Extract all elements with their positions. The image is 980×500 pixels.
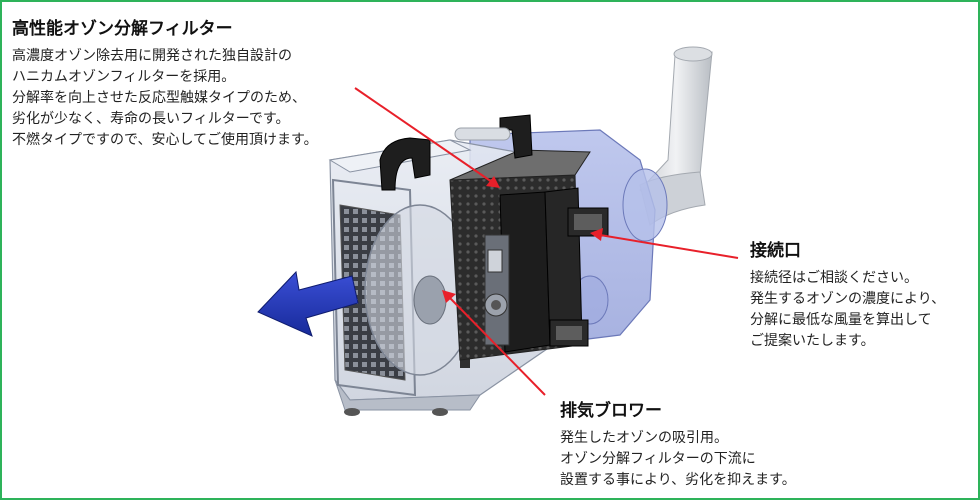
callout-filter-description: 高濃度オゾン除去用に開発された独自設計の ハニカムオゾンフィルターを採用。 分解… xyxy=(12,46,318,151)
callout-connection-line: ご提案いたします。 xyxy=(750,333,875,349)
leader-line-connection xyxy=(599,234,739,259)
ozone-filter xyxy=(449,149,591,361)
callout-blower-description: 発生したオゾンの吸引用。 オゾン分解フィルターの下流に 設置する事により、劣化を… xyxy=(560,428,796,491)
callout-filter-title: 高性能オゾン分解フィルター xyxy=(12,19,233,39)
callout-connection-line: 接続径はご相談ください。 xyxy=(750,270,918,286)
leader-lines xyxy=(354,87,739,396)
callout-blower-line: オゾン分解フィルターの下流に xyxy=(560,451,756,467)
callout-filter-line: ハニカムオゾンフィルターを採用。 xyxy=(12,69,236,85)
callout-connection-title: 接続口 xyxy=(750,241,801,261)
callout-connection-line: 分解に最低な風量を算出して xyxy=(750,312,932,328)
airflow-arrow xyxy=(257,270,359,337)
leader-line-blower xyxy=(449,297,546,396)
leader-arrowhead-blower xyxy=(442,290,456,303)
carry-handles xyxy=(379,114,533,191)
callout-blower-title: 排気ブロワー xyxy=(560,401,662,421)
connection-ports xyxy=(549,207,609,347)
callout-connection-line: 発生するオゾンの濃度により、 xyxy=(750,291,946,307)
callout-filter-line: 分解率を向上させた反応型触媒タイプのため、 xyxy=(12,90,306,106)
leader-line-filter xyxy=(354,87,493,183)
leader-arrowhead-filter xyxy=(486,176,500,188)
callout-blower-line: 発生したオゾンの吸引用。 xyxy=(560,430,728,446)
callout-connection-description: 接続径はご相談ください。 発生するオゾンの濃度により、 分解に最低な風量を算出し… xyxy=(750,268,945,352)
exhaust-blower xyxy=(364,204,476,376)
callout-filter-line: 高濃度オゾン除去用に開発された独自設計の xyxy=(12,48,292,64)
callout-filter-line: 劣化が少なく、寿命の長いフィルターです。 xyxy=(12,111,290,127)
callout-filter-line: 不燃タイプですので、安心してご使用頂けます。 xyxy=(12,132,318,148)
callout-blower-line: 設置する事により、劣化を抑えます。 xyxy=(560,472,796,488)
leader-arrowhead-connection xyxy=(590,228,603,241)
